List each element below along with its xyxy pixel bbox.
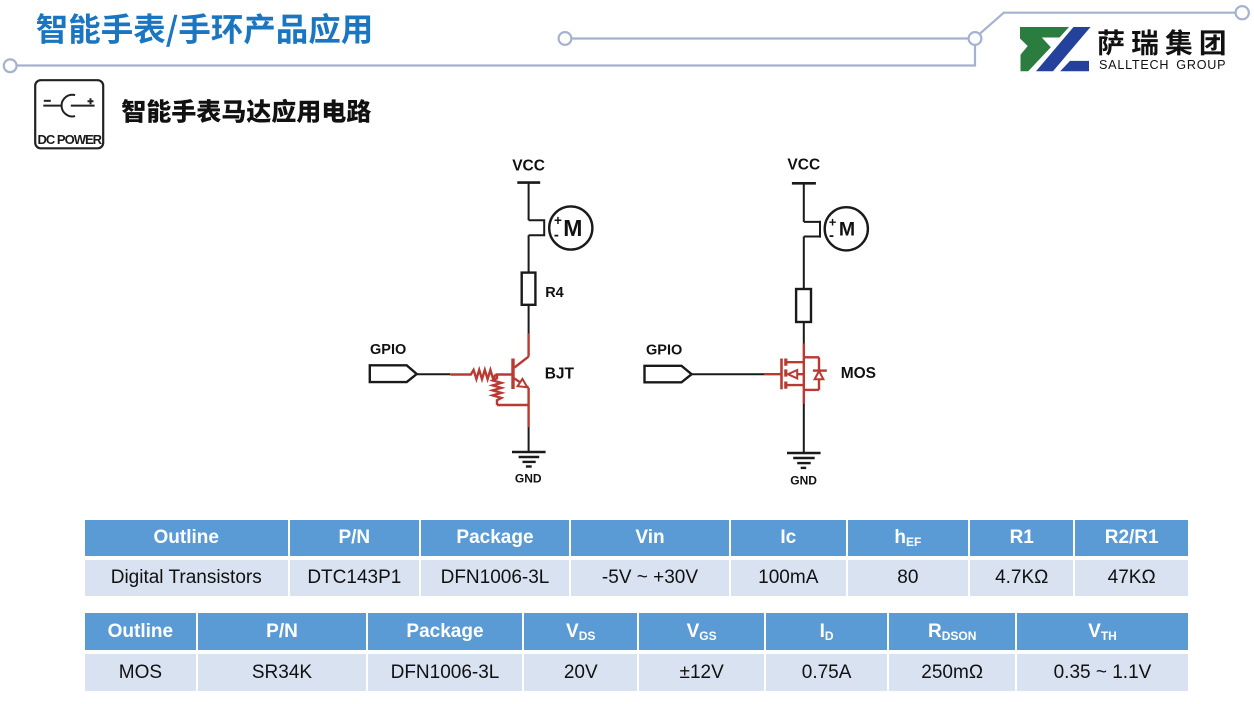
svg-text:BJT: BJT (545, 366, 575, 383)
svg-text:+: + (554, 213, 562, 228)
svg-text:VCC: VCC (787, 157, 820, 174)
svg-text:GND: GND (515, 472, 542, 486)
svg-text:SALLTECH GROUP: SALLTECH GROUP (1099, 58, 1226, 72)
svg-text:+: + (829, 214, 837, 229)
svg-text:GPIO: GPIO (646, 343, 682, 359)
svg-text:R4: R4 (545, 285, 564, 301)
svg-text:DC POWER: DC POWER (38, 132, 103, 147)
svg-text:-: - (829, 227, 834, 244)
svg-text:-: - (554, 227, 559, 244)
svg-text:GND: GND (790, 474, 817, 488)
svg-text:GPIO: GPIO (370, 342, 406, 358)
svg-text:M: M (839, 218, 855, 240)
svg-text:VCC: VCC (512, 158, 545, 175)
svg-text:MOS: MOS (841, 365, 876, 382)
svg-text:M: M (563, 215, 582, 241)
